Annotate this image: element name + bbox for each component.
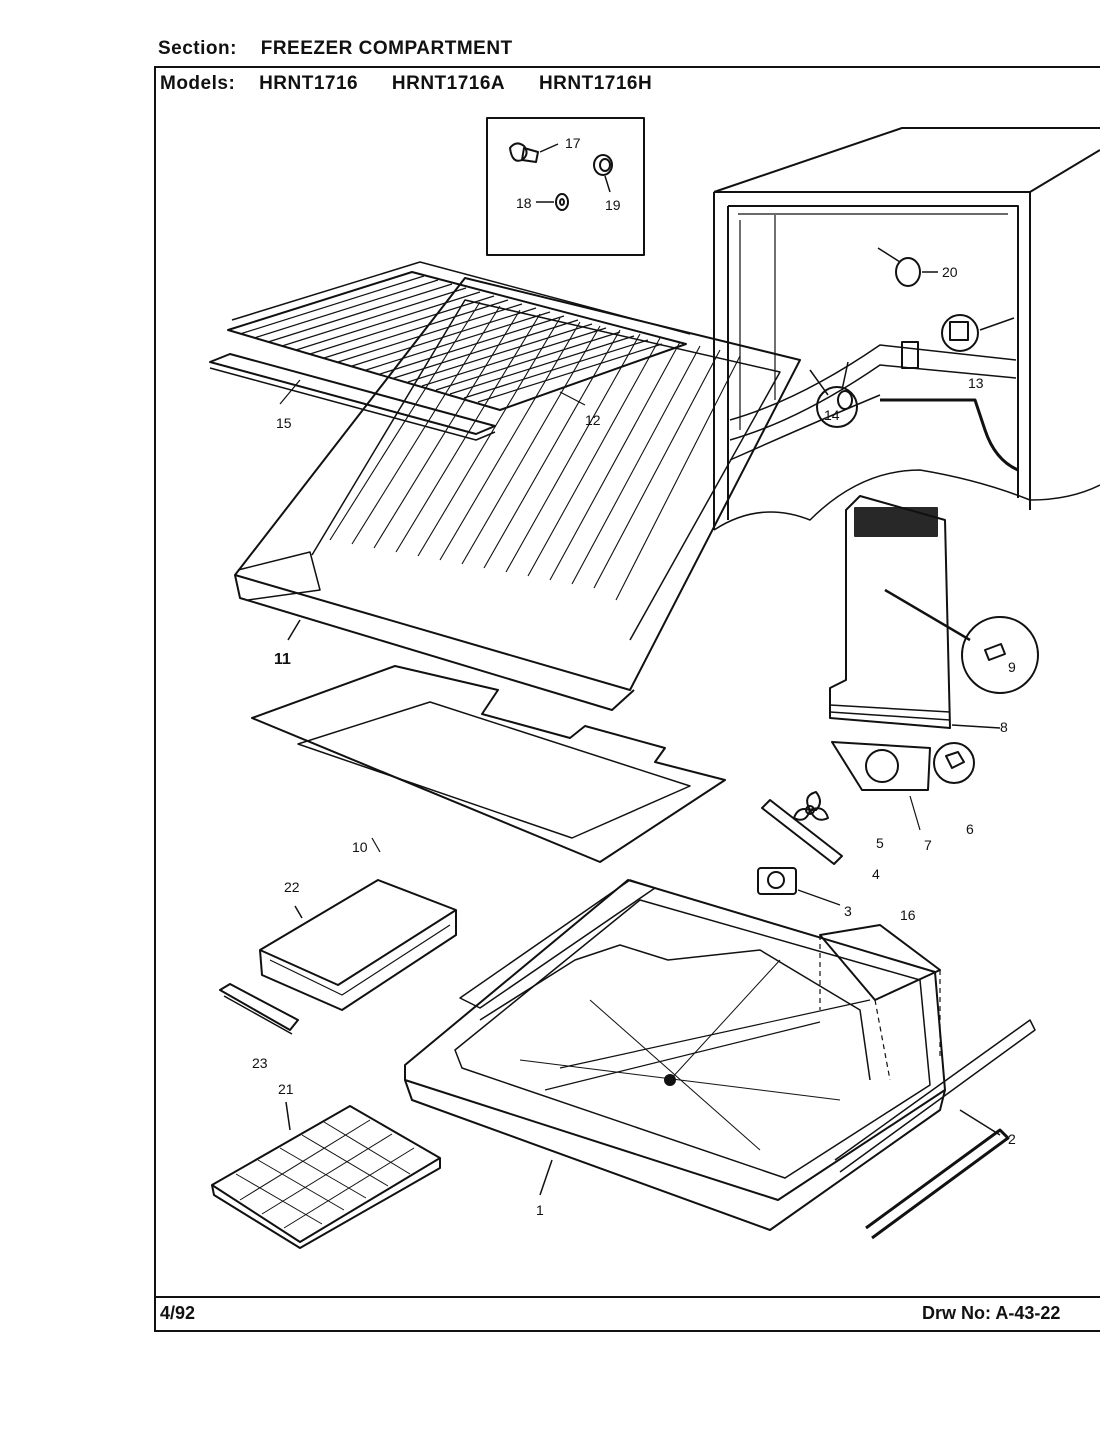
callout-5: 5	[876, 835, 884, 851]
footer-rule	[154, 1296, 1100, 1298]
evaporator-cover	[829, 495, 1039, 729]
fan-bracket	[831, 741, 975, 831]
model-number: HRNT1716	[259, 73, 359, 94]
section-value: FREEZER COMPARTMENT	[260, 38, 513, 59]
models-label: Models:	[160, 73, 236, 94]
callout-labels: 17 18 19 20 13 14 12 15 11 9 8 10 6 7 5 …	[252, 135, 1016, 1218]
callout-13: 13	[968, 375, 984, 391]
section-heading: Section: FREEZER COMPARTMENT	[158, 38, 513, 60]
callout-12: 12	[585, 412, 601, 428]
freezer-floor-pan	[404, 879, 1036, 1240]
hardware-inset	[486, 117, 645, 256]
section-label: Section:	[158, 38, 237, 59]
callout-9: 9	[1008, 659, 1016, 675]
callout-2: 2	[1008, 1131, 1016, 1147]
callout-16: 16	[900, 907, 916, 923]
tray-rail-23	[219, 983, 299, 1035]
glass-panel	[251, 665, 726, 863]
callout-11: 11	[274, 651, 291, 668]
models-list: HRNT1716 HRNT1716A HRNT1716H	[259, 73, 680, 95]
wire-shelf	[209, 261, 691, 441]
drawing-number: Drw No: A-43-22	[922, 1303, 1061, 1323]
callout-15: 15	[276, 415, 292, 431]
ice-tray-22	[259, 879, 457, 1011]
callout-1: 1	[536, 1202, 544, 1218]
ice-cube-tray-21	[211, 1101, 441, 1249]
model-number: HRNT1716A	[391, 73, 506, 94]
callout-4: 4	[872, 866, 880, 882]
callout-17: 17	[565, 135, 581, 151]
fan-motor	[757, 791, 843, 906]
callout-10: 10	[352, 839, 368, 855]
revision-date: 4/92	[160, 1303, 196, 1323]
drawing-frame	[154, 66, 1100, 1332]
shelf-frame	[234, 277, 801, 711]
callout-21: 21	[278, 1081, 294, 1097]
models-heading: Models: HRNT1716 HRNT1716A HRNT1716H	[160, 73, 680, 95]
callout-22: 22	[284, 879, 300, 895]
cabinet-liner	[713, 127, 1100, 531]
model-number: HRNT1716H	[538, 73, 653, 94]
callout-6: 6	[966, 821, 974, 837]
callout-7: 7	[924, 837, 932, 853]
callout-14: 14	[824, 407, 840, 423]
callout-3: 3	[844, 903, 852, 919]
callout-18: 18	[516, 195, 532, 211]
callout-20: 20	[942, 264, 958, 280]
callout-23: 23	[252, 1055, 268, 1071]
callout-19: 19	[605, 197, 621, 213]
callout-8: 8	[1000, 719, 1008, 735]
